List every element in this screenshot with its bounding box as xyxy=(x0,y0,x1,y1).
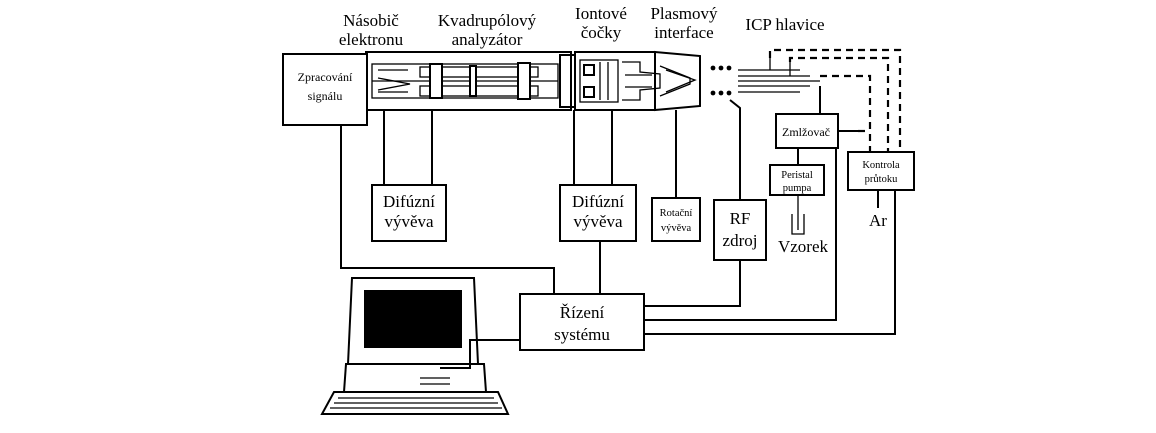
label-ar: Ar xyxy=(869,211,887,230)
rotacni-vyveva-box xyxy=(651,197,701,242)
icp-torch xyxy=(738,58,820,93)
label-difuzni1-line2: vývěva xyxy=(384,212,434,231)
rf-zdroj-box xyxy=(713,199,767,261)
label-kontrola-line2: průtoku xyxy=(865,174,898,185)
label-peristal-line1: Peristal xyxy=(781,170,813,181)
label-rotacni-line2: vývěva xyxy=(661,223,692,234)
label-rf-line1: RF xyxy=(730,209,751,228)
zmlzovac-box xyxy=(775,113,839,149)
label-rotacni-line1: Rotační xyxy=(660,208,693,219)
label-nasobic-line1: Násobič xyxy=(343,11,399,30)
difuzni-vyveva-2-box xyxy=(559,184,637,242)
rf-coil-dots xyxy=(710,65,732,96)
label-difuzni1-line1: Difúzní xyxy=(383,192,435,211)
label-plasmovy-line1: Plasmový xyxy=(650,4,718,23)
label-kontrola-line1: Kontrola xyxy=(862,160,900,171)
label-icp-hlavice: ICP hlavice xyxy=(745,15,824,34)
label-rf-line2: zdroj xyxy=(723,231,758,250)
label-vzorek: Vzorek xyxy=(778,237,829,256)
label-peristal-line2: pumpa xyxy=(783,183,812,194)
spectrometer-body xyxy=(365,50,701,112)
zpracovani-signalu-box xyxy=(282,53,368,126)
label-plasmovy-line2: interface xyxy=(654,23,713,42)
label-rizeni-line2: systému xyxy=(554,325,610,344)
sample-beaker-icon xyxy=(791,214,805,235)
label-zpracovani-line1: Zpracování xyxy=(298,70,353,84)
label-difuzni2-line1: Difúzní xyxy=(572,192,624,211)
label-zpracovani-line2: signálu xyxy=(308,89,343,103)
connection-lines xyxy=(340,86,896,369)
computer-icon xyxy=(320,277,510,415)
label-rizeni-line1: Řízení xyxy=(560,303,605,322)
label-difuzni2-line2: vývěva xyxy=(573,212,623,231)
label-iontove-line1: Iontové xyxy=(575,4,627,23)
rizeni-systemu-box xyxy=(519,293,645,351)
label-iontove-line2: čočky xyxy=(581,23,622,42)
label-zmlzovac: Zmlžovač xyxy=(782,125,830,139)
label-nasobic-line2: elektronu xyxy=(339,30,404,49)
kontrola-prutoku-box xyxy=(847,151,915,191)
peristal-pumpa-box xyxy=(769,164,825,196)
label-kvadrupol-line2: analyzátor xyxy=(452,30,523,49)
difuzni-vyveva-1-box xyxy=(371,184,447,242)
gas-lines-dashed xyxy=(768,48,902,152)
label-kvadrupol-line1: Kvadrupólový xyxy=(438,11,537,30)
